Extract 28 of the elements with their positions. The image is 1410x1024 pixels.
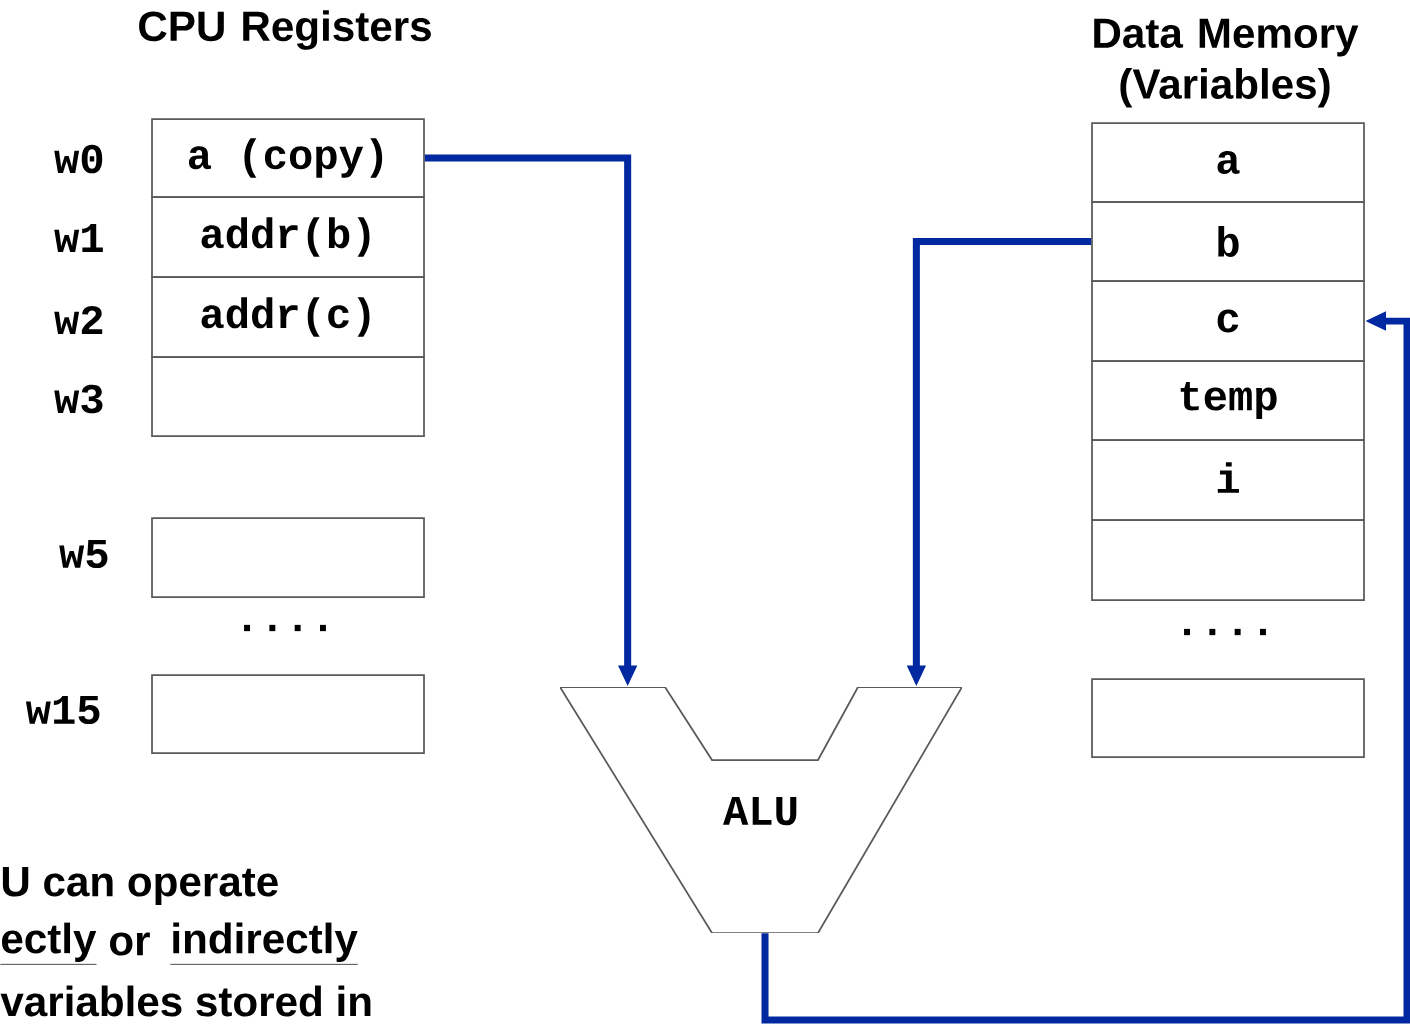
note-text: or (110, 932, 150, 956)
memory-cell: c (1091, 280, 1365, 362)
memory-cell (1091, 519, 1365, 601)
memory-cell: i (1091, 439, 1365, 521)
heading: Data Memory (Variables) (1094, 18, 1359, 108)
register-box: addr(b) (151, 196, 425, 278)
memory-cell (1091, 678, 1365, 758)
memory-cell: b (1091, 201, 1365, 282)
heading: CPU Registers (139, 10, 431, 50)
ellipsis: .... (1184, 628, 1266, 636)
note-text: ectly (0, 922, 97, 965)
ellipsis: .... (244, 624, 326, 632)
register-box: addr(c) (151, 276, 425, 358)
memory-cell: a (1091, 122, 1365, 203)
register-name: w1 (54, 224, 103, 252)
register-name: w2 (54, 305, 103, 335)
note-text: U can operate (2, 867, 278, 905)
memory-cell: temp (1091, 360, 1365, 441)
note-text: variables stored in (0, 985, 371, 1017)
register-name: w5 (59, 539, 108, 569)
register-name: w0 (54, 144, 103, 174)
register-name: w3 (54, 384, 103, 414)
register-box (151, 356, 425, 437)
register-box (151, 674, 425, 754)
note-text: indirectly (170, 922, 359, 965)
register-box: a (copy) (151, 118, 425, 198)
register-name: w15 (25, 695, 100, 725)
register-box (151, 517, 425, 598)
